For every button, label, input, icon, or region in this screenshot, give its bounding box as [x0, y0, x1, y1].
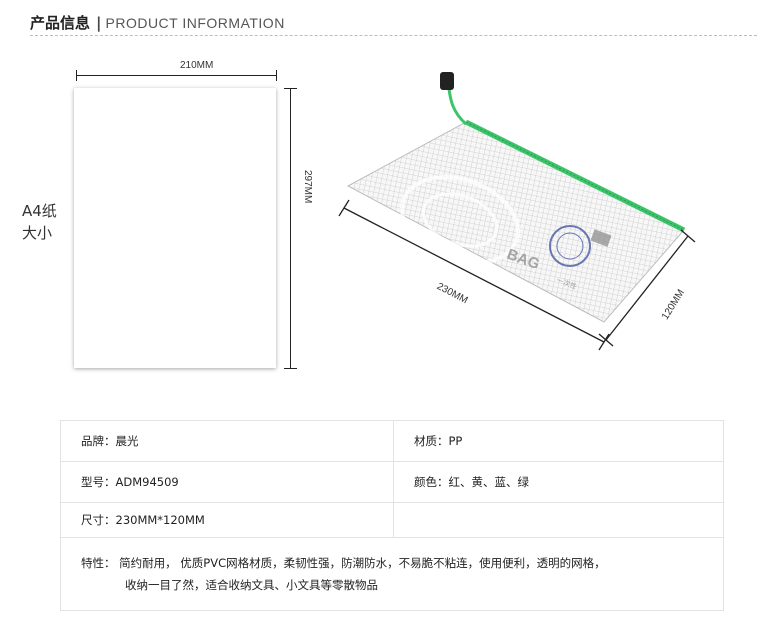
spec-model: 型号：ADM94509	[60, 461, 394, 503]
bag-height-dimension	[598, 229, 696, 347]
spec-features-line2: 收纳一目了然，适合收纳文具、小文具等零散物品	[125, 578, 378, 592]
paper-height-tick-top	[284, 88, 297, 89]
zipper-pull	[440, 72, 468, 126]
paper-height-label: 297MM	[302, 170, 313, 204]
bag-width-dimension	[338, 199, 610, 351]
paper-width-tick-right	[276, 70, 277, 81]
mesh-bag-illustration: BAG 一次性	[338, 72, 696, 351]
paper-width-line	[76, 75, 276, 76]
spec-empty-cell	[393, 502, 724, 538]
spec-colors: 颜色：红、黄、蓝、绿	[393, 461, 724, 503]
header-title-en: PRODUCT INFORMATION	[105, 15, 285, 31]
spec-size: 尺寸：230MM*120MM	[60, 502, 394, 538]
paper-height-line	[290, 88, 291, 368]
table-row: 型号：ADM94509 颜色：红、黄、蓝、绿	[60, 461, 724, 503]
section-header: 产品信息 |PRODUCT INFORMATION	[30, 12, 285, 33]
a4-size-label-line2: 大小	[22, 224, 53, 242]
table-row: 品牌：晨光 材质：PP	[60, 420, 724, 462]
bag-zipper-teeth	[465, 121, 685, 231]
header-title-cn: 产品信息	[30, 14, 91, 32]
paper-width-tick-left	[76, 70, 77, 81]
spec-table: 品牌：晨光 材质：PP 型号：ADM94509 颜色：红、黄、蓝、绿 尺寸：23…	[60, 420, 724, 611]
table-row: 尺寸：230MM*120MM	[60, 502, 724, 538]
a4-size-label-line1: A4纸	[22, 202, 57, 220]
spec-material: 材质：PP	[393, 420, 724, 462]
spec-brand: 品牌：晨光	[60, 420, 394, 462]
table-row: 特性： 简约耐用， 优质PVC网格材质，柔韧性强，防潮防水，不易脆不粘连，使用便…	[60, 537, 724, 611]
a4-size-label: A4纸 大小	[22, 200, 62, 244]
header-dashed-rule	[30, 35, 757, 36]
header-separator: |	[96, 14, 102, 32]
spec-features: 特性： 简约耐用， 优质PVC网格材质，柔韧性强，防潮防水，不易脆不粘连，使用便…	[60, 537, 724, 611]
a4-paper	[74, 88, 276, 368]
paper-height-tick-bottom	[284, 368, 297, 369]
spec-features-line1: 特性： 简约耐用， 优质PVC网格材质，柔韧性强，防潮防水，不易脆不粘连，使用便…	[81, 556, 606, 570]
paper-width-label: 210MM	[180, 60, 214, 71]
